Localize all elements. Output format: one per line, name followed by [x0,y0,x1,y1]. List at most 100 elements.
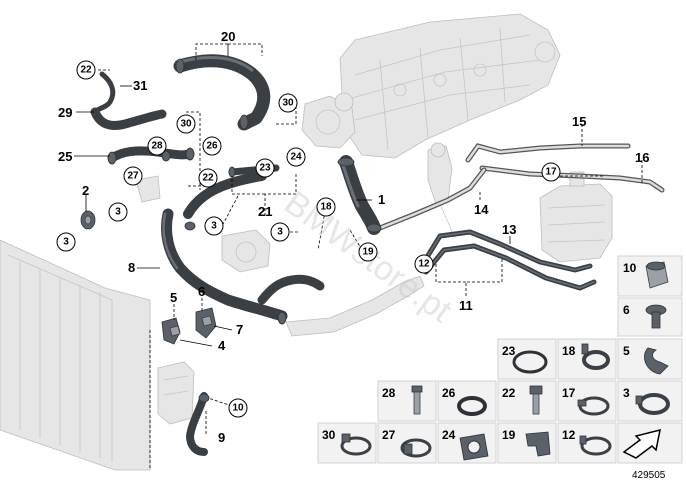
legend-tile-22: 22 [497,380,557,422]
svg-text:18: 18 [320,202,332,213]
legend-tile-17: 17 [557,380,617,422]
label-9: 9 [218,430,225,445]
legend-tile-30: 30 [317,422,377,464]
screw-icon [411,385,423,415]
auxiliary-heater-illustration [157,361,195,425]
spring-band-clamp-icon [635,393,670,415]
label-1: 1 [378,192,385,207]
circled-label-17: 17 [541,162,561,182]
svg-text:28: 28 [382,386,396,400]
bracket-clip-icon [525,431,551,457]
coolant-pipe-15 [465,143,631,163]
svg-text:3: 3 [623,386,630,400]
circled-label-19: 19 [358,242,378,262]
svg-text:28: 28 [151,141,163,152]
svg-text:18: 18 [562,344,576,358]
label-31: 31 [133,78,147,93]
coolant-hose-11 [423,243,597,291]
svg-text:22: 22 [502,386,516,400]
svg-text:17: 17 [545,167,557,178]
label-11: 11 [459,298,473,313]
o-ring-icon [512,350,548,374]
hose-clip-icon [579,435,612,456]
label-13: 13 [502,222,516,237]
label-16: 16 [635,150,649,165]
svg-text:19: 19 [502,428,516,442]
expansion-tank-illustration [539,171,613,263]
legend-tile-28: 28 [377,380,437,422]
legend-tile-5: 5 [617,338,683,380]
circled-label-10: 10 [228,398,248,418]
coolant-pipe-lower [285,275,425,337]
svg-text:26: 26 [206,141,218,152]
circled-label-30: 30 [278,93,298,113]
hose-clip-icon [340,433,372,456]
coolant-pipe-16 [479,165,665,193]
electric-pump-illustration [221,229,271,273]
flange-gasket-icon [459,433,489,461]
leader-lines [74,43,643,470]
hose-clamps [80,58,382,403]
circled-label-22: 22 [76,60,96,80]
svg-text:24: 24 [290,152,302,163]
label-6: 6 [198,284,205,299]
svg-text:12: 12 [418,259,430,270]
label-21: 21 [258,204,272,219]
hose-holder-icon [644,347,669,375]
svg-text:23: 23 [502,344,516,358]
legend-tile-3: 3 [617,380,683,422]
svg-text:12: 12 [562,428,576,442]
legend-tile-24: 24 [437,422,497,464]
circled-label-26: 26 [202,136,222,156]
legend-tile-19: 19 [497,422,557,464]
label-15: 15 [572,114,586,129]
svg-text:22: 22 [202,173,214,184]
circled-label-3: 3 [204,216,224,236]
circled-label-3: 3 [270,222,290,242]
svg-text:5: 5 [623,344,630,358]
circled-label-3: 3 [108,202,128,222]
circled-label-24: 24 [286,147,306,167]
coolant-line-14 [377,167,487,231]
svg-text:3: 3 [115,207,121,218]
svg-text:3: 3 [63,237,69,248]
coolant-hose-29 [90,71,167,130]
bleed-screw-icon [529,385,543,415]
coolant-hose-9 [186,392,208,456]
circled-labels: 22 30 30 28 26 27 22 23 24 3 3 3 3 18 19… [56,60,561,418]
hose-clamp-icon [577,396,610,416]
gasket-ring-icon [457,396,487,416]
svg-text:3: 3 [211,221,217,232]
legend-tile-arrow [617,422,683,464]
coolant-hose-13 [421,229,593,273]
label-5: 5 [170,290,177,305]
engine-block-illustration [339,13,561,159]
label-20: 20 [221,29,235,44]
label-7: 7 [236,322,243,337]
svg-text:30: 30 [180,119,192,130]
sleeve-icon [645,261,669,289]
label-4: 4 [218,338,226,353]
label-29: 29 [58,105,72,120]
coolant-valve-illustration [135,142,456,239]
svg-text:19: 19 [362,247,374,258]
label-2: 2 [82,183,89,198]
legend-tile-18: 18 [557,338,617,380]
svg-text:10: 10 [232,403,244,414]
svg-text:27: 27 [127,171,139,182]
svg-text:30: 30 [282,98,294,109]
label-25: 25 [58,149,72,164]
coolant-hose-1 [339,155,381,235]
coolant-hose-20 [173,54,271,131]
svg-text:22: 22 [80,65,92,76]
svg-text:30: 30 [322,428,336,442]
reference-number: 429505 [632,470,666,481]
expanding-rivet-icon [645,304,667,329]
legend-tile-23: 23 [497,338,557,380]
svg-text:10: 10 [623,261,637,275]
svg-text:3: 3 [277,227,283,238]
hose-clip-icon [400,438,432,458]
svg-text:6: 6 [623,303,630,317]
legend-tile-27: 27 [377,422,437,464]
